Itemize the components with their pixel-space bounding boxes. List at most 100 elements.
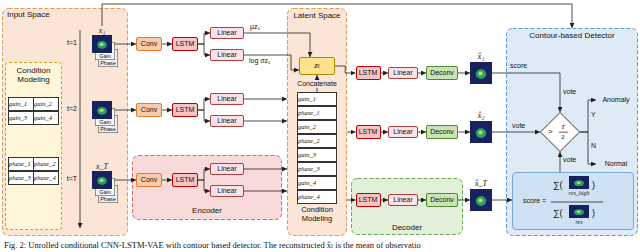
residual-picture [569,205,589,218]
region-layer [3,9,638,236]
connector-arrow [198,110,210,121]
region-outline [352,179,463,235]
image-ground [92,101,112,119]
connector-arrow [418,132,426,133]
node-text: Conv [141,176,157,184]
region-panel: Latent Space zₜ gain_1phase_1gain_2phase_2… [287,8,347,236]
node-text: x̂₂ [470,111,492,121]
node-text: Linear [217,95,236,103]
image-core [478,130,482,134]
outcome-label: Normal [596,158,636,170]
conv-box: Conv [136,103,162,117]
connector-arrow [244,99,287,100]
node-text: Linear [217,51,236,59]
time-step-label: t=T [63,175,77,183]
lstm-box: LSTM [356,193,381,207]
connector-arrow [244,33,310,57]
linear-box: Linear [210,27,244,39]
image-front [92,101,112,119]
reconstruction-image: x̂₁ [470,52,492,84]
region-panel: Input SpaceCondition Modelinggain_1gain_… [2,8,128,236]
connector-arrow [112,110,136,111]
table-cell: phase_3 [8,171,34,185]
conv-box: Conv [136,37,162,51]
node-text: T [561,123,565,131]
connector-arrow [162,110,172,111]
image-core [577,211,581,213]
node-text: Deconv [430,69,454,77]
table-cell: phase_4 [33,171,59,185]
image-core [100,109,104,112]
table-cell: gain_3 [297,148,337,162]
input-image: GainPhase [92,101,118,133]
connector-arrow [244,169,287,170]
image-blob [574,180,584,186]
region-panel: Contour-based Detector>T2AnomalyNormalsc… [506,28,638,236]
table-cell: gain_3 [8,111,34,125]
connector-arrow [198,33,210,44]
image-picture [470,62,492,84]
connector-arrow [335,66,356,73]
node-text: x̂₁ [470,52,492,62]
node-text: x₁ [92,26,112,35]
table-cell: phase_1 [8,157,34,171]
region-outline [133,156,282,220]
connector-arrow [198,99,210,110]
image-ground [470,121,492,143]
image-blob [97,177,107,185]
condition-table: gain_1phase_1gain_2phase_2gain_3phase_3g… [290,92,344,228]
node-text: Latent Space [287,11,347,20]
node-text: ) [592,208,595,218]
region-outline [288,9,347,236]
score-label: score [510,62,527,70]
diamond-shape [540,112,580,152]
residual-picture [569,176,589,189]
figure-caption: Fig. 2: Unrolled conditional CNN-LSTM-VA… [4,240,421,250]
node-text: Deconv [430,128,454,136]
node-text: score = [523,197,546,205]
table-cell: phase_3 [297,162,337,176]
image-picture [470,189,492,211]
image-ground [470,62,492,84]
node-text: Deconv [430,196,454,204]
linear-box: Linear [210,163,244,175]
connector-arrow [198,169,210,180]
image-blob [476,128,487,138]
image-ground [92,35,112,53]
image-blob [476,196,487,206]
residual-image [569,176,589,189]
node-text: zₜ [314,61,320,71]
node-text: ∑( [553,180,562,190]
table-cell: gain_4 [33,111,59,125]
node-text: Encoder [132,206,282,215]
edge-label: N [591,142,596,150]
table-cell: phase_1 [297,106,337,120]
table-cell: gain_2 [297,120,337,134]
node-text: Input Space [7,10,50,19]
deconv-box: Deconv [426,125,458,139]
conv-box: Conv [136,173,162,187]
connector-arrow [198,44,210,55]
node-text: Phase [98,196,118,203]
score-formula: score =∑(res_high)∑(res) [512,172,634,230]
image-picture [92,171,112,189]
time-axis [80,30,81,228]
connector-arrow [162,44,172,45]
edge-label: log σz₁ [249,57,270,65]
connector-arrow [112,44,136,45]
connector-arrow [381,200,389,201]
node-text: Linear [393,196,412,204]
table-cell: gain_4 [297,176,337,190]
image-front [470,121,492,143]
node-text: ) [592,180,595,190]
linear-box: Linear [388,194,418,206]
table-cell: gain_2 [33,97,59,111]
fraction-bar-line [551,202,603,203]
node-text: Condition Modeling [6,66,61,84]
connector-arrow [580,100,596,132]
node-text: LSTM [359,196,378,204]
node-text: LSTM [176,176,195,184]
node-text: LSTM [176,40,195,48]
connector-arrow [244,55,299,70]
